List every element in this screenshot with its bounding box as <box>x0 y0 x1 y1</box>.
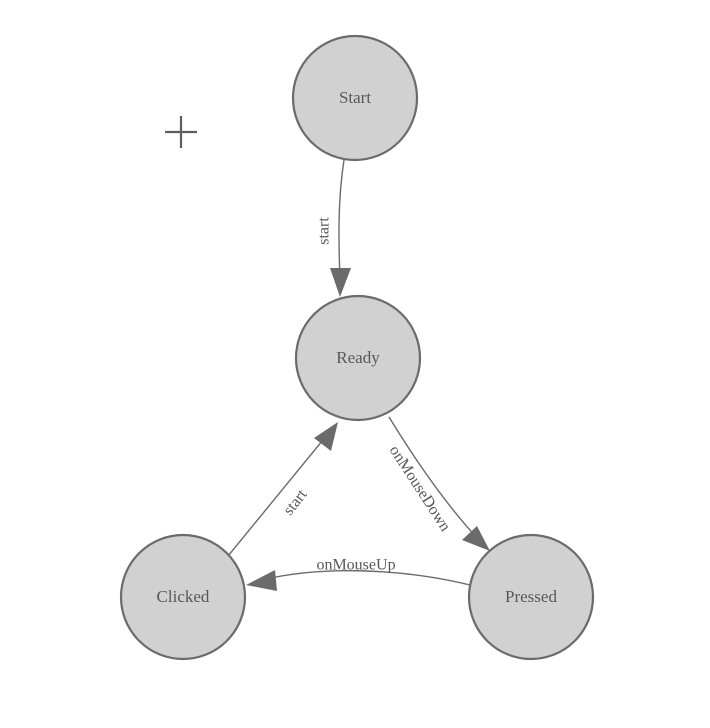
edge-ready-to-pressed-label: onMouseDown <box>386 443 454 535</box>
edge-clicked-to-ready-path <box>227 434 328 557</box>
edge-ready-to-pressed[interactable]: onMouseDown <box>386 416 490 551</box>
edge-start-to-ready[interactable]: start <box>316 159 351 297</box>
edge-pressed-to-clicked[interactable]: onMouseUp <box>246 557 471 591</box>
node-pressed-circle[interactable] <box>467 533 595 661</box>
edge-clicked-to-ready-label: start <box>280 486 311 519</box>
edge-pressed-to-clicked-label: onMouseUp <box>316 557 395 574</box>
edge-clicked-to-ready-arrowhead <box>314 422 338 451</box>
edge-start-to-ready-label: start <box>316 217 333 245</box>
node-clicked-circle[interactable] <box>119 533 247 661</box>
node-clicked-label: Clicked <box>157 587 210 606</box>
edge-ready-to-pressed-arrowhead <box>462 526 490 551</box>
node-start-label: Start <box>339 88 371 107</box>
node-clicked[interactable]: Clicked <box>119 533 247 661</box>
edge-pressed-to-clicked-path <box>261 570 471 586</box>
node-pressed-label: Pressed <box>505 587 557 606</box>
edge-clicked-to-ready[interactable]: start <box>227 422 338 557</box>
crosshair-icon[interactable] <box>165 116 197 148</box>
node-start[interactable]: Start <box>291 34 419 162</box>
edge-ready-to-pressed-path <box>388 416 480 541</box>
edge-pressed-to-clicked-arrowhead <box>246 570 277 591</box>
node-ready[interactable]: Ready <box>294 294 422 422</box>
node-ready-circle[interactable] <box>294 294 422 422</box>
edge-start-to-ready-path <box>338 159 345 283</box>
node-pressed[interactable]: Pressed <box>467 533 595 661</box>
node-ready-label: Ready <box>336 348 380 367</box>
node-start-circle[interactable] <box>291 34 419 162</box>
edge-start-to-ready-arrowhead <box>330 268 351 297</box>
